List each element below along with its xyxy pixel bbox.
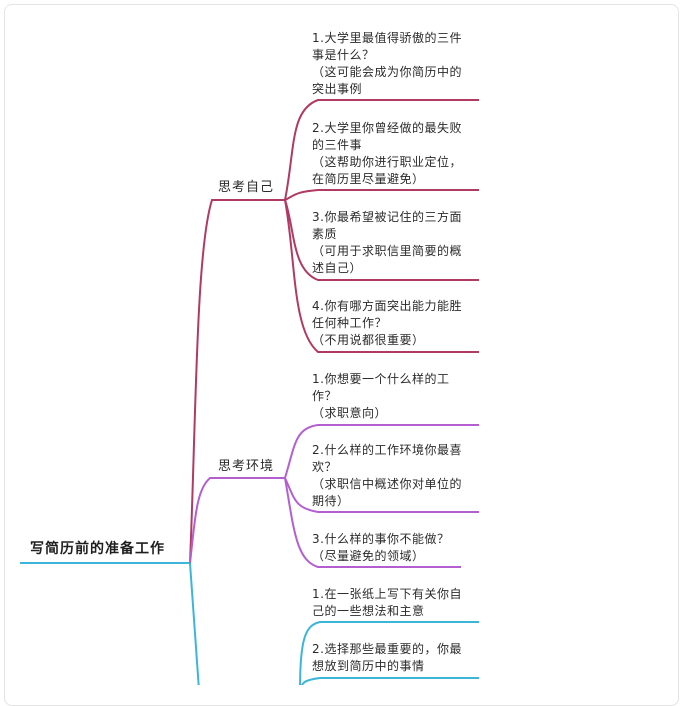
branch-2-trunk bbox=[189, 477, 285, 564]
branch-1-label: 思考自己 bbox=[218, 180, 275, 195]
branch-1-leaf-2 bbox=[284, 189, 479, 201]
branch-1-item-4: 4.你有哪方面突出能力能胜 任何种工作？ （不用说都很重要） bbox=[312, 299, 462, 347]
branch-2-item-3: 3.什么样的事你不能做？ （尽量避免的领域） bbox=[312, 532, 450, 563]
root-title: 写简历前的准备工作 bbox=[30, 541, 165, 557]
branch-1-item-3: 3.你最希望被记住的三方面 素质 （可用于求职信里简要的概 述自己） bbox=[312, 210, 463, 275]
branch-1-item-1: 1.大学里最值得骄傲的三件 事是什么？ （这可能会成为你简历中的 突出事例 bbox=[312, 31, 463, 96]
branch-1-leaf-4 bbox=[284, 199, 479, 353]
branch-2-label: 思考环境 bbox=[218, 459, 275, 474]
branch-3-leaf-2 bbox=[300, 677, 479, 685]
branch-3-leaf-1 bbox=[299, 621, 479, 685]
branch-2-leaf-1 bbox=[284, 424, 479, 479]
branch-2-item-2: 2.什么样的工作环境你最喜 欢？ （求职信中概述你对单位的 期待） bbox=[312, 443, 463, 508]
branch-1-leaf-1 bbox=[284, 99, 479, 201]
branch-1-leaf-3 bbox=[284, 199, 479, 281]
branch-2-item-1: 1.你想要一个什么样的工 作？ （求职意向） bbox=[312, 372, 450, 420]
branch-1-trunk bbox=[189, 199, 285, 564]
branch-3-item-1: 1.在一张纸上写下有关你自 己的一些想法和主意 bbox=[312, 587, 462, 618]
branch-2-leaf-3 bbox=[284, 477, 461, 568]
branch-3-item-2: 2.选择那些最重要的，你最 想放到简历中的事情 bbox=[312, 642, 462, 673]
branch-1-item-2: 2.大学里你曾经做的最失败 的三件事 （这帮助你进行职业定位， 在简历里尽量避免… bbox=[312, 121, 463, 186]
branch-3-trunk bbox=[189, 562, 200, 685]
branch-2-leaf-2 bbox=[284, 477, 479, 513]
mind-map-links bbox=[20, 99, 479, 685]
